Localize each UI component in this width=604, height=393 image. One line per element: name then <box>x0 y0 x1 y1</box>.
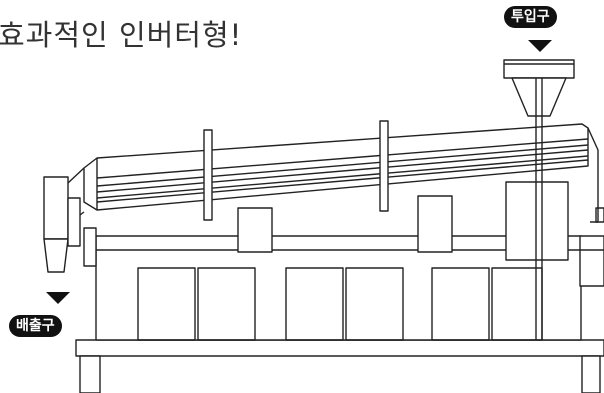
control-boxes <box>237 195 453 253</box>
inlet-arrow-icon <box>528 40 552 52</box>
outlet-arrow-icon <box>46 292 70 304</box>
base-frame <box>75 339 604 393</box>
machine-body <box>95 235 582 341</box>
struts <box>203 120 389 221</box>
screen-windows <box>137 267 543 341</box>
outlet-chute <box>43 167 97 273</box>
right-end <box>579 127 604 287</box>
page-title: 효과적인 인버터형! <box>0 18 243 52</box>
inlet-label: 투입구 <box>504 6 557 28</box>
drive-box <box>505 181 569 261</box>
inlet-hopper <box>503 59 575 340</box>
outlet-label: 배출구 <box>9 315 62 337</box>
